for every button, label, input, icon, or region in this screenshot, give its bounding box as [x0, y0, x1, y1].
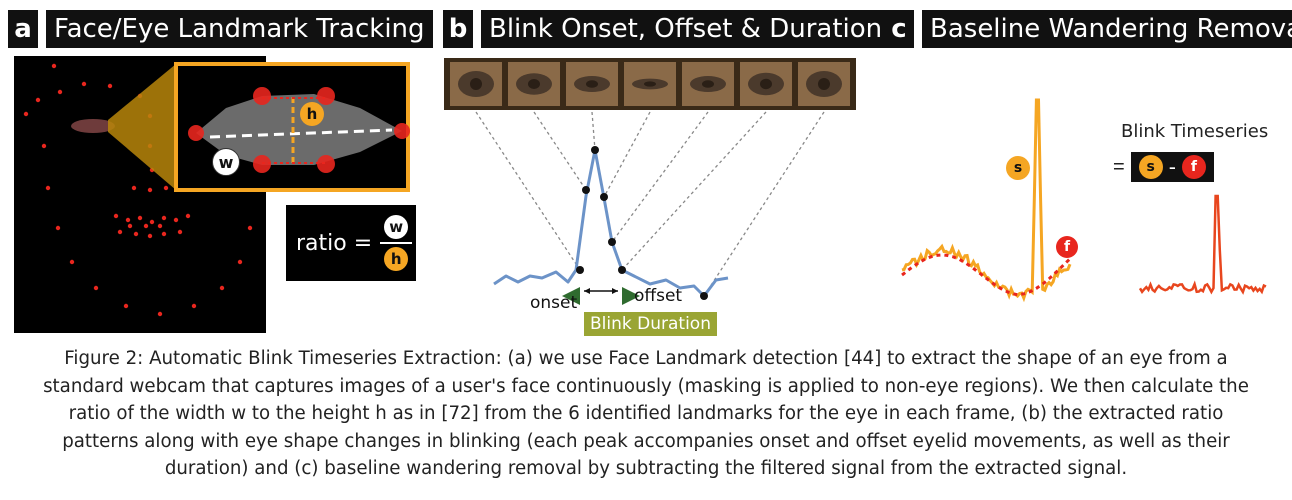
w-marker: w [212, 148, 240, 176]
ratio-fraction: w h [380, 215, 412, 271]
offset-label: offset [634, 286, 682, 306]
blink-duration-label: Blink Duration [584, 312, 717, 336]
blink-timeseries-label: Blink Timeseries [1121, 121, 1268, 142]
result-signal-line [1140, 196, 1266, 292]
eye-frames [450, 62, 850, 106]
onset-label: onset [530, 293, 577, 313]
frame-arrows [476, 112, 824, 296]
ratio-formula: ratio = w h [286, 205, 416, 281]
ratio-denominator: h [384, 247, 408, 271]
raw-signal-line [902, 100, 1070, 298]
ratio-label: ratio = [296, 231, 372, 256]
eq-s-marker: s [1139, 155, 1163, 179]
equals-sign: = [1113, 156, 1125, 179]
f-marker: f [1056, 236, 1078, 258]
blink-signal-points [576, 146, 708, 300]
eq-f-marker: f [1182, 155, 1206, 179]
figure-caption: Figure 2: Automatic Blink Timeseries Ext… [30, 345, 1262, 483]
s-marker: s [1006, 156, 1030, 180]
equation-box: s - f [1131, 152, 1214, 182]
blink-timeseries-equation: = s - f [1113, 152, 1214, 182]
eq-minus: - [1169, 155, 1176, 179]
ratio-numerator: w [384, 215, 408, 239]
h-marker: h [300, 102, 324, 126]
blink-signal-line [494, 150, 728, 296]
